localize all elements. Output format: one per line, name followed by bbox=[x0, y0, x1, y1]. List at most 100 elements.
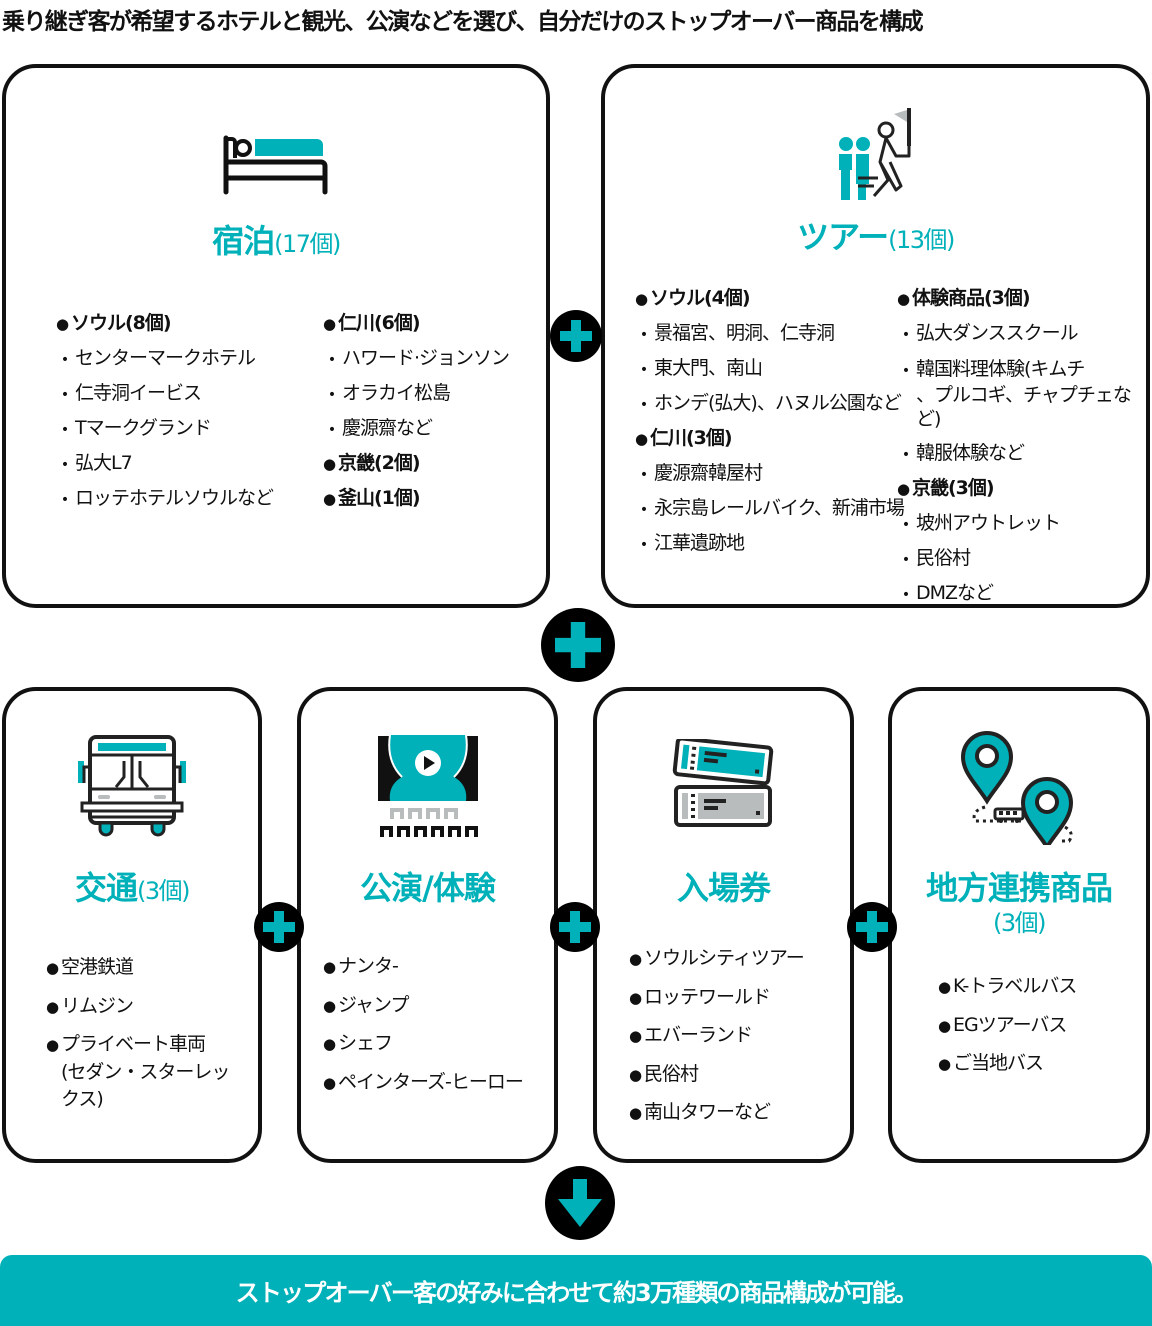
list-heading: ●京畿(3個) bbox=[897, 471, 1146, 506]
bullet-icon: ● bbox=[938, 978, 951, 996]
list-item: •江華遺跡地 bbox=[635, 526, 904, 561]
bullet-icon: ● bbox=[629, 988, 642, 1007]
bullet-icon: ● bbox=[629, 1065, 642, 1084]
transport-list: ●空港鉄道 ●リムジン ●プライベート車両(セダン・スターレックス) bbox=[46, 949, 246, 1113]
list-item: ●プライベート車両(セダン・スターレックス) bbox=[46, 1033, 230, 1110]
bus-icon bbox=[6, 733, 258, 841]
bullet-icon: • bbox=[639, 362, 648, 378]
list-item: •センターマークホテル bbox=[56, 341, 273, 376]
bullet-icon: ● bbox=[629, 1027, 642, 1045]
bullet-icon: ● bbox=[897, 290, 910, 308]
bullet-icon: ● bbox=[323, 958, 336, 976]
list-item: •坡州アウトレット bbox=[897, 506, 1146, 541]
bullet-icon: ● bbox=[629, 1104, 642, 1122]
summary-banner: ストップオーバー客の好みに合わせて約3万種類の商品構成が可能。 bbox=[0, 1255, 1152, 1326]
performance-title: 公演/体験 bbox=[301, 863, 554, 909]
list-item: ●ナンタ- bbox=[323, 948, 548, 987]
list-item: ●ジャンプ bbox=[323, 987, 548, 1026]
card-transport: 交通(3個) ●空港鉄道 ●リムジン ●プライベート車両(セダン・スターレックス… bbox=[2, 687, 262, 1163]
bullet-icon: ● bbox=[46, 959, 59, 977]
list-item: •Tマークグランド bbox=[56, 411, 273, 446]
bed-icon bbox=[6, 134, 546, 196]
regional-title-label: 地方連携商品 bbox=[925, 869, 1113, 907]
stay-left-column: ●ソウル(8個) •センターマークホテル •仁寺洞イービス •Tマークグランド … bbox=[56, 306, 274, 516]
bullet-icon: • bbox=[901, 447, 910, 463]
tickets-icon bbox=[597, 739, 850, 831]
map-pins-route-icon bbox=[892, 729, 1146, 845]
stay-title: 宿泊(17個) bbox=[6, 216, 546, 262]
bullet-icon: • bbox=[327, 387, 336, 403]
transport-count: (3個) bbox=[137, 877, 191, 905]
list-heading: ●ソウル(4個) bbox=[635, 281, 904, 316]
card-stay: 宿泊(17個) ●ソウル(8個) •センターマークホテル •仁寺洞イービス •T… bbox=[2, 64, 550, 608]
list-item: ●EGツアーバス bbox=[938, 1007, 1138, 1046]
card-tour: ツアー(13個) ●ソウル(4個) •景福宮、明洞、仁寺洞 •東大門、南山 •ホ… bbox=[601, 64, 1150, 608]
tour-left-column: ●ソウル(4個) •景福宮、明洞、仁寺洞 •東大門、南山 •ホンデ(弘大)、ハヌ… bbox=[635, 281, 905, 561]
bullet-icon: • bbox=[60, 422, 69, 438]
bullet-icon: ● bbox=[323, 1073, 336, 1092]
bullet-icon: ● bbox=[635, 430, 648, 448]
bullet-icon: ● bbox=[938, 1016, 951, 1035]
list-item: ●民俗村 bbox=[629, 1056, 849, 1095]
list-item: ●エバーランド bbox=[629, 1017, 849, 1056]
list-item: ●空港鉄道 bbox=[46, 949, 246, 988]
bullet-icon: • bbox=[639, 327, 648, 343]
stay-title-label: 宿泊 bbox=[212, 222, 275, 260]
tour-title: ツアー(13個) bbox=[605, 212, 1146, 258]
bullet-icon: • bbox=[60, 352, 69, 368]
bullet-icon: ● bbox=[46, 997, 59, 1016]
list-item: •ハワード·ジョンソン bbox=[323, 341, 510, 376]
bullet-icon: ● bbox=[323, 315, 336, 333]
bullet-icon: ● bbox=[56, 315, 69, 333]
list-item: ●ソウルシティツアー bbox=[629, 940, 849, 979]
list-heading: ●仁川(6個) bbox=[323, 306, 509, 341]
bullet-icon: • bbox=[60, 492, 69, 508]
list-item: •ホンデ(弘大)、ハヌル公園など bbox=[635, 386, 904, 421]
list-item: ●ロッテワールド bbox=[629, 979, 849, 1018]
bullet-icon: ● bbox=[46, 1036, 59, 1054]
bullet-icon: • bbox=[60, 387, 69, 403]
list-item: ●シェフ bbox=[323, 1025, 548, 1064]
list-item: ●リムジン bbox=[46, 988, 246, 1027]
bullet-icon: ● bbox=[323, 455, 336, 473]
bullet-icon: • bbox=[901, 552, 910, 568]
list-heading: ●仁川(3個) bbox=[635, 421, 904, 456]
tickets-title-label: 入場券 bbox=[676, 869, 771, 907]
bullet-icon: • bbox=[60, 457, 69, 473]
bullet-icon: ● bbox=[323, 996, 336, 1015]
bullet-icon: • bbox=[639, 397, 648, 413]
bullet-icon: ● bbox=[323, 490, 336, 508]
tickets-list: ●ソウルシティツアー ●ロッテワールド ●エバーランド ●民俗村 ●南山タワーな… bbox=[629, 940, 849, 1133]
list-item: •東大門、南山 bbox=[635, 351, 904, 386]
list-item: ●K-トラベルバス bbox=[938, 968, 1138, 1007]
tour-guide-icon bbox=[605, 106, 1146, 206]
list-item: •DMZなど bbox=[897, 576, 1146, 611]
bullet-icon: • bbox=[901, 517, 910, 533]
list-heading: ●ソウル(8個) bbox=[56, 306, 273, 341]
stay-count: (17個) bbox=[274, 230, 341, 258]
bullet-icon: • bbox=[901, 587, 910, 603]
bullet-icon: ● bbox=[635, 290, 648, 308]
plus-icon bbox=[550, 310, 602, 362]
list-heading: ●体験商品(3個) bbox=[897, 281, 1146, 316]
arrow-down-icon bbox=[545, 1166, 615, 1240]
theater-stage-icon bbox=[301, 733, 554, 841]
bullet-icon: • bbox=[327, 352, 336, 368]
list-item: •仁寺洞イービス bbox=[56, 376, 273, 411]
transport-title: 交通(3個) bbox=[6, 863, 258, 909]
bullet-icon: ● bbox=[323, 1035, 336, 1053]
list-item: ●ペインターズ-ヒーロー bbox=[323, 1064, 548, 1103]
list-item: ●南山タワーなど bbox=[629, 1094, 849, 1133]
regional-title: 地方連携商品 (3個) bbox=[892, 863, 1146, 937]
regional-count: (3個) bbox=[993, 909, 1047, 937]
bullet-icon: ● bbox=[629, 950, 642, 968]
list-item: •慶源齋など bbox=[323, 411, 509, 446]
bullet-icon: • bbox=[901, 363, 910, 379]
headline: 乗り継ぎ客が希望するホテルと観光、公演などを選び、自分だけのストップオーバー商品… bbox=[2, 9, 924, 35]
tickets-title: 入場券 bbox=[597, 863, 850, 909]
list-item: •景福宮、明洞、仁寺洞 bbox=[635, 316, 904, 351]
card-performance: 公演/体験 ●ナンタ- ●ジャンプ ●シェフ ●ペインターズ-ヒーロー bbox=[297, 687, 558, 1163]
list-item: •ロッテホテルソウルなど bbox=[56, 481, 274, 516]
plus-icon bbox=[254, 902, 304, 952]
card-tickets: 入場券 ●ソウルシティツアー ●ロッテワールド ●エバーランド ●民俗村 ●南山… bbox=[593, 687, 854, 1163]
